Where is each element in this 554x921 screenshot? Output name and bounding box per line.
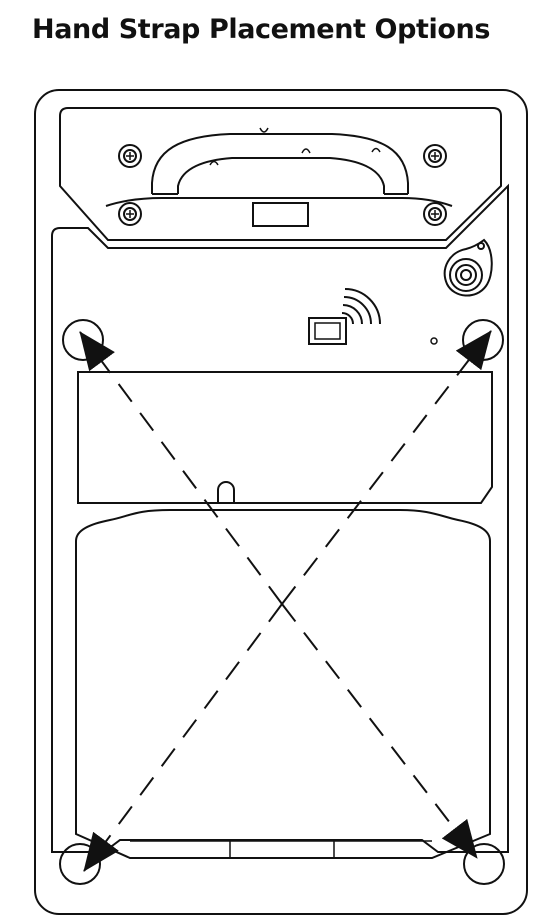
sensor-button-icon [443,238,493,297]
mounting-hole-icon[interactable] [62,319,104,361]
screw-icon [423,202,447,226]
page-title: Hand Strap Placement Options [32,14,491,45]
battery-latch [130,840,432,858]
screw-icon [118,144,142,168]
screw-icon [423,144,447,168]
mounting-hole-icon[interactable] [59,843,101,885]
arrow-icon [281,330,492,605]
handle-clip [252,202,309,227]
mounting-hole-icon[interactable] [463,843,505,885]
arrow-icon [83,603,283,872]
nfc-reader-icon [308,288,381,345]
handle-bracket-line [105,197,453,207]
carry-handle [151,127,409,195]
display-tab [217,481,235,503]
arrow-icon [281,603,478,859]
arrow-icon [79,331,283,605]
device-body [34,89,528,915]
display-window [77,371,493,504]
battery-cover [75,509,491,859]
indicator-led [430,337,438,345]
faceplate [51,183,509,853]
handle-plate [59,107,502,241]
screw-icon [118,202,142,226]
